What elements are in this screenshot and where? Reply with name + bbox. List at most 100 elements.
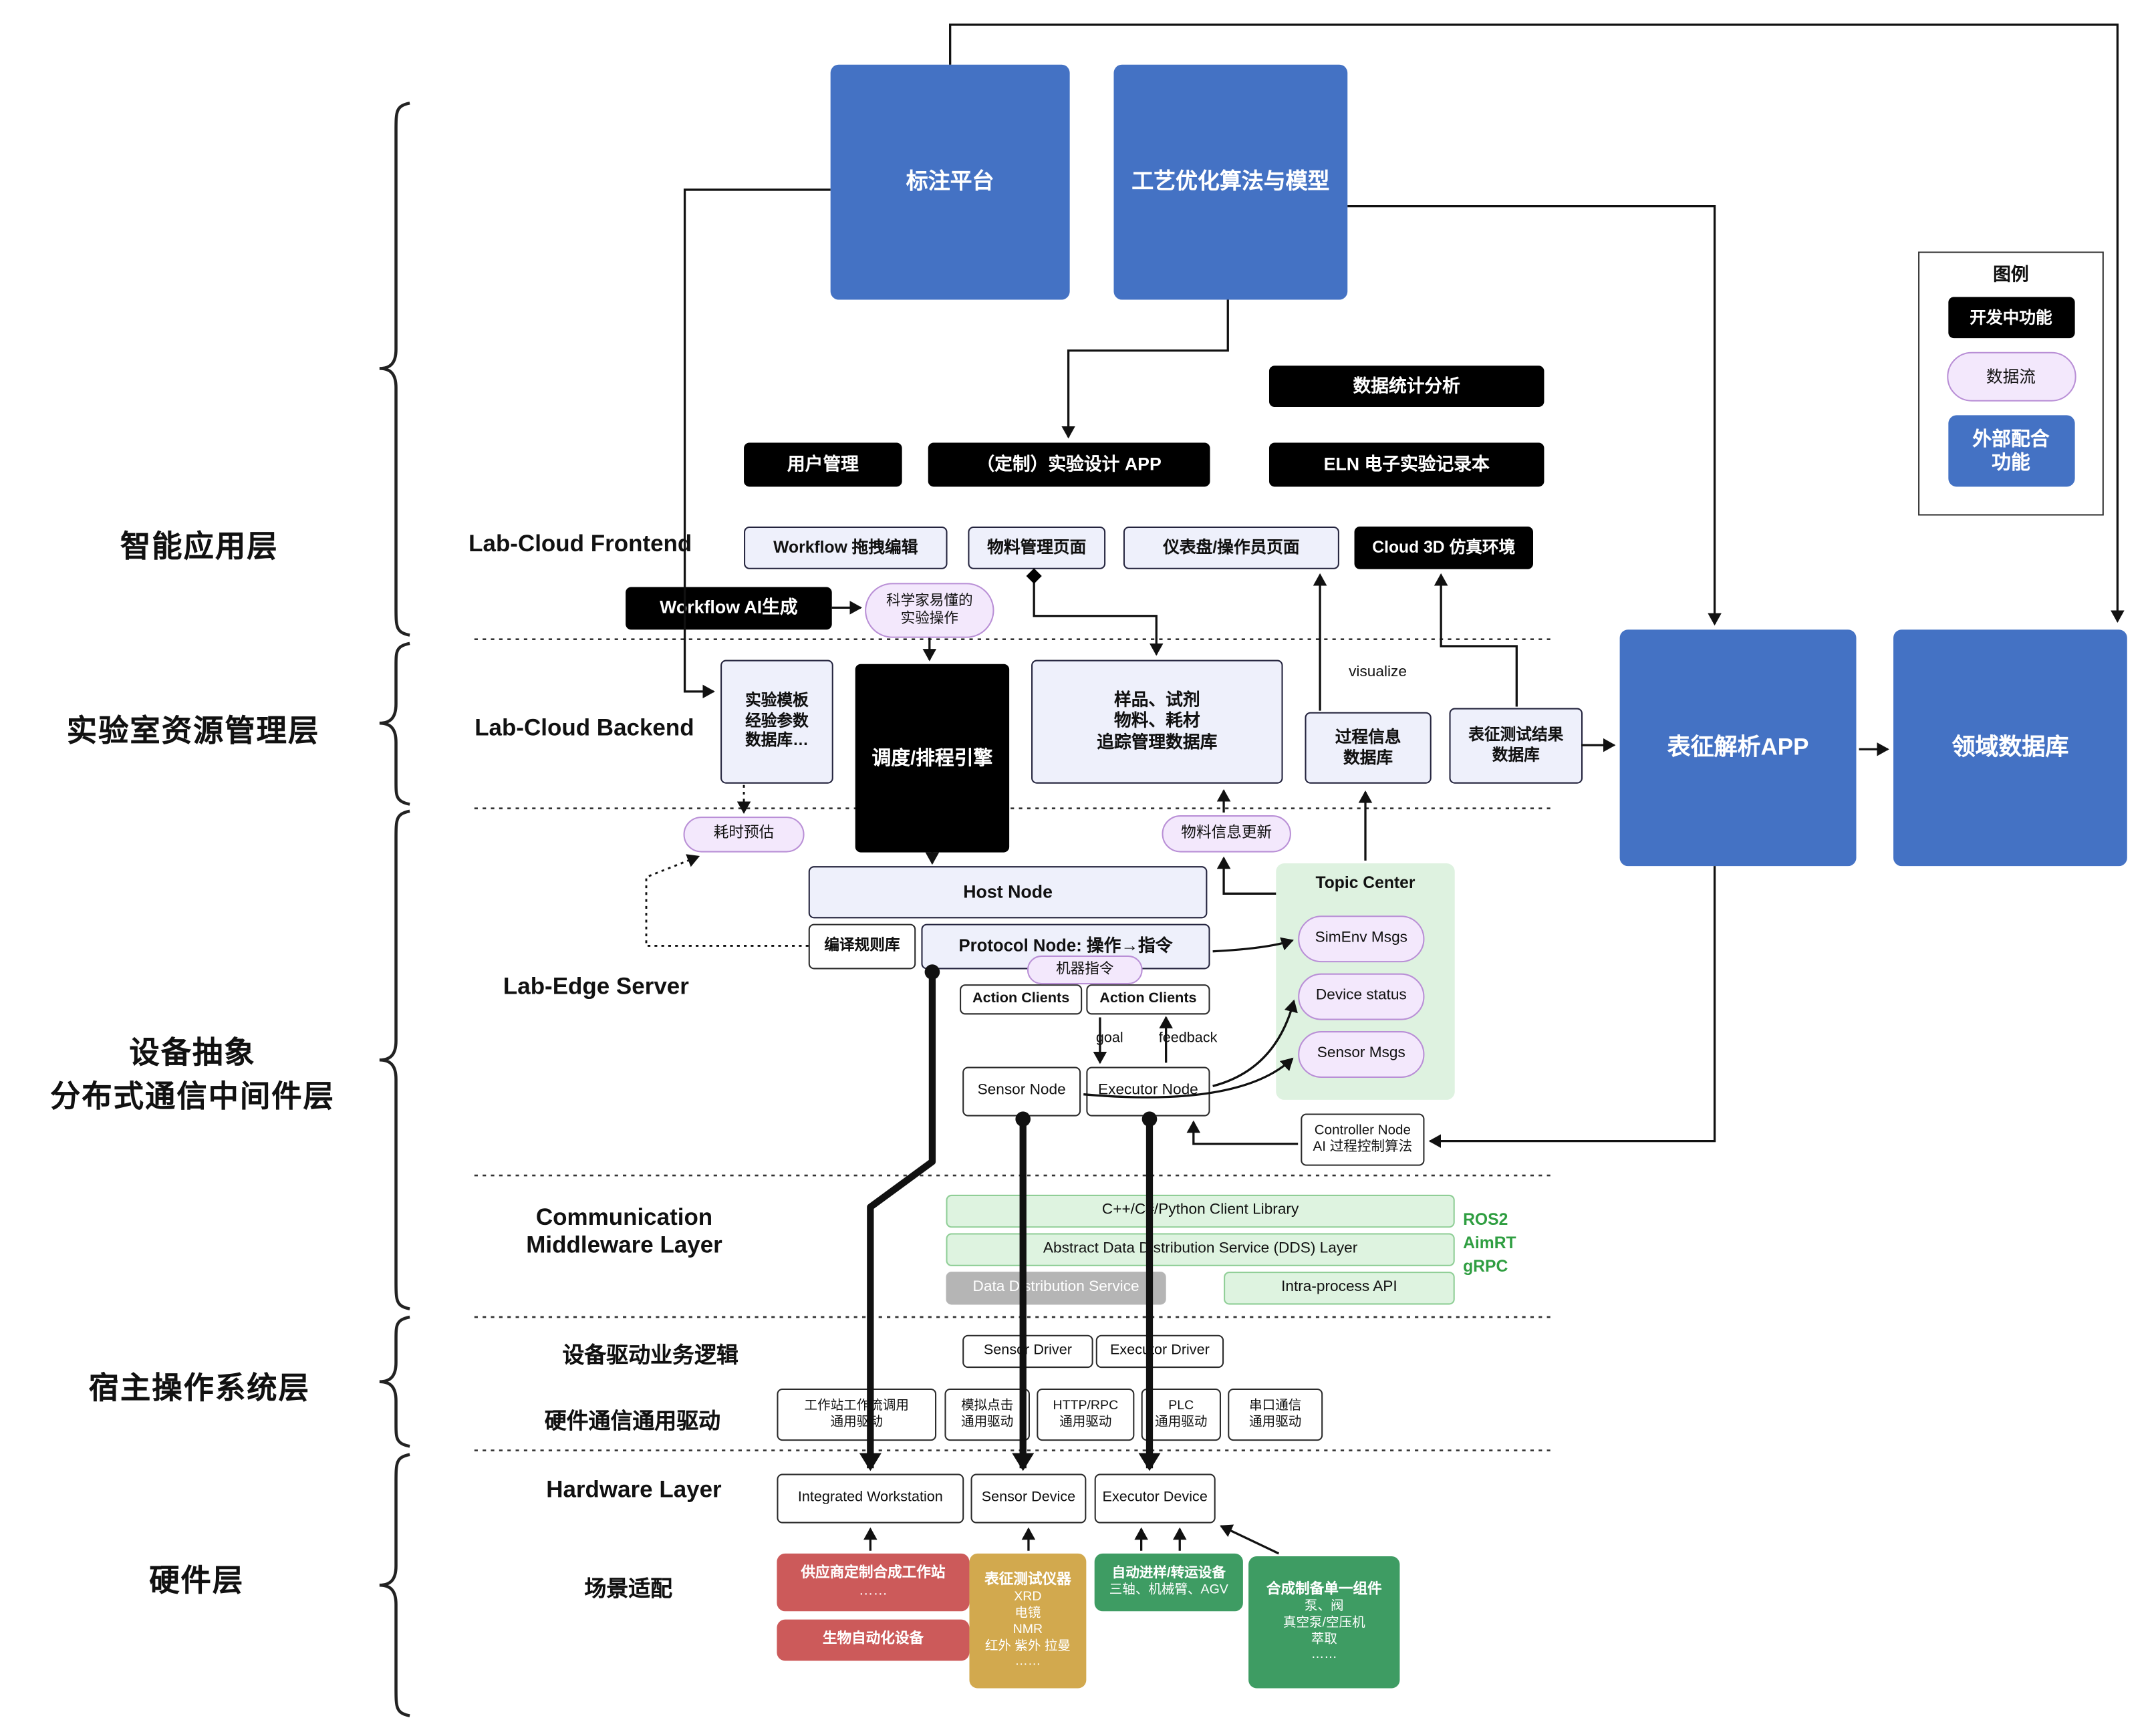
- transfer-device-box: 自动进样/转运设备 三轴、机械臂、AGV: [1094, 1553, 1243, 1612]
- scientist-pill-line2: 实验操作: [900, 610, 959, 627]
- legend-panel: 图例 开发中功能 数据流 外部配合 功能: [1918, 251, 2104, 516]
- transfer-title: 自动进样/转运设备: [1111, 1565, 1226, 1581]
- workflow-ai-box: Workflow AI生成: [626, 587, 832, 630]
- char-inst-xrd: XRD: [1014, 1589, 1042, 1604]
- template-db-line2: 经验参数: [745, 713, 809, 730]
- feedback-label: feedback: [1158, 1029, 1218, 1046]
- synthesis-component-box: 合成制备单一组件 泵、阀 真空泵/空压机 萃取 ……: [1248, 1556, 1400, 1689]
- controller-node-line2: AI 过程控制算法: [1313, 1139, 1413, 1155]
- workflow-drag-edit-box: Workflow 拖拽编辑: [744, 526, 948, 569]
- sample-db-line2: 物料、耗材: [1113, 711, 1200, 730]
- visualize-label: visualize: [1349, 664, 1407, 681]
- vendor-ws-title: 供应商定制合成工作站: [801, 1564, 946, 1581]
- material-page-box: 物料管理页面: [968, 526, 1106, 569]
- intra-process-api-bar: Intra-process API: [1224, 1272, 1455, 1305]
- integrated-workstation-box: Integrated Workstation: [777, 1473, 964, 1524]
- driver3-line1: PLC: [1168, 1398, 1194, 1414]
- lab-cloud-frontend-label: Lab-Cloud Frontend: [468, 531, 692, 557]
- legend-dataflow-swatch: 数据流: [1946, 352, 2076, 402]
- driver2-line2: 通用驱动: [1059, 1415, 1112, 1430]
- driver2-line1: HTTP/RPC: [1053, 1398, 1119, 1414]
- simenv-msgs-pill: SimEnv Msgs: [1298, 915, 1425, 963]
- middleware-label-line2: Middleware Layer: [526, 1232, 722, 1258]
- template-db-line1: 实验模板: [745, 693, 809, 710]
- scheduler-engine-box: 调度/排程引擎: [855, 664, 1010, 853]
- driver0-line2: 通用驱动: [830, 1415, 883, 1430]
- click-sim-driver-box: 模拟点击 通用驱动: [944, 1388, 1030, 1441]
- custom-experiment-app-box: （定制）实验设计 APP: [928, 442, 1210, 487]
- middleware-label-line1: Communication: [535, 1204, 713, 1231]
- compile-rules-box: 编译规则库: [808, 923, 916, 970]
- lab-edge-server-label: Lab-Edge Server: [503, 973, 689, 1000]
- executor-driver-box: Executor Driver: [1095, 1334, 1224, 1369]
- data-statistics-box: 数据统计分析: [1268, 366, 1544, 407]
- user-management-box: 用户管理: [744, 442, 902, 487]
- synth-title: 合成制备单一组件: [1266, 1580, 1382, 1598]
- characterization-instrument-box: 表征测试仪器 XRD 电镜 NMR 红外 紫外 拉曼 ……: [969, 1553, 1087, 1689]
- cloud-3d-sim-box: Cloud 3D 仿真环境: [1354, 526, 1534, 569]
- machine-command-pill: 机器指令: [1027, 955, 1143, 985]
- serial-driver-box: 串口通信 通用驱动: [1228, 1388, 1323, 1441]
- result-db-line2: 数据库: [1492, 747, 1540, 764]
- legend-external-line1: 外部配合: [1972, 427, 2050, 450]
- process-db-line2: 数据库: [1343, 748, 1393, 768]
- connector-diamond: [1026, 568, 1042, 584]
- scene-adaptation-label: 场景适配: [584, 1578, 673, 1602]
- sample-db-line1: 样品、试剂: [1113, 689, 1200, 709]
- executor-node-box: Executor Node: [1086, 1066, 1210, 1117]
- stack-ros2-label: ROS2: [1463, 1209, 1508, 1230]
- layer-label-lab-resource: 实验室资源管理层: [66, 713, 320, 748]
- experiment-template-db-box: 实验模板 经验参数 数据库…: [720, 660, 833, 784]
- action-clients-left-box: Action Clients: [960, 984, 1083, 1015]
- dashboard-page-box: 仪表盘/操作员页面: [1123, 526, 1339, 569]
- middleware-layer-label: Communication Middleware Layer: [503, 1204, 745, 1259]
- char-inst-nmr: NMR: [1013, 1621, 1043, 1637]
- synth-ellipsis: ……: [1311, 1647, 1337, 1663]
- driver0-line1: 工作站工作流调用: [804, 1398, 909, 1414]
- result-db-line1: 表征测试结果: [1468, 727, 1564, 744]
- process-db-line1: 过程信息: [1335, 727, 1401, 747]
- sample-db-line3: 追踪管理数据库: [1097, 732, 1218, 752]
- driver4-line2: 通用驱动: [1249, 1415, 1302, 1430]
- legend-title: 图例: [1993, 264, 2029, 285]
- device-driver-logic-label: 设备驱动业务逻辑: [562, 1344, 738, 1369]
- controller-node-box: Controller Node AI 过程控制算法: [1301, 1113, 1425, 1166]
- plc-driver-box: PLC 通用驱动: [1141, 1388, 1221, 1441]
- characterization-result-db-box: 表征测试结果 数据库: [1449, 708, 1583, 784]
- process-optimization-box: 工艺优化算法与模型: [1113, 64, 1348, 300]
- layer-label-device-line1: 设备抽象: [129, 1035, 256, 1070]
- char-inst-em: 电镜: [1015, 1605, 1041, 1621]
- process-info-db-box: 过程信息 数据库: [1305, 712, 1432, 784]
- stack-aimrt-label: AimRT: [1463, 1233, 1516, 1253]
- domain-db-box: 领域数据库: [1893, 629, 2127, 867]
- dds-abstract-layer-bar: Abstract Data Distribution Service (DDS)…: [946, 1233, 1455, 1266]
- synth-pumps: 泵、阀: [1304, 1598, 1344, 1614]
- time-estimate-pill: 耗时预估: [683, 817, 805, 853]
- layer-label-host-os: 宿主操作系统层: [88, 1371, 310, 1405]
- bio-automation-box: 生物自动化设备: [777, 1619, 970, 1661]
- synth-vacuum: 真空泵/空压机: [1283, 1614, 1365, 1630]
- sensor-driver-box: Sensor Driver: [962, 1334, 1093, 1369]
- char-inst-title: 表征测试仪器: [984, 1571, 1071, 1588]
- driver1-line1: 模拟点击: [961, 1398, 1014, 1414]
- sensor-device-box: Sensor Device: [970, 1473, 1087, 1524]
- vendor-ws-ellipsis: ……: [858, 1582, 888, 1599]
- layer-label-device-line2: 分布式通信中间件层: [50, 1079, 335, 1114]
- generic-driver-label: 硬件通信通用驱动: [544, 1410, 721, 1434]
- topic-center-title: Topic Center: [1315, 873, 1416, 893]
- dds-service-bar: Data Distribution Service: [946, 1272, 1166, 1305]
- char-inst-spectra: 红外 紫外 拉曼: [984, 1638, 1071, 1654]
- workstation-driver-box: 工作站工作流调用 通用驱动: [777, 1388, 937, 1441]
- legend-developing-swatch: 开发中功能: [1947, 297, 2074, 339]
- legend-external-line2: 功能: [1992, 451, 2030, 474]
- action-clients-right-box: Action Clients: [1086, 984, 1210, 1015]
- material-update-pill: 物料信息更新: [1162, 815, 1291, 853]
- scientist-pill-line1: 科学家易懂的: [886, 592, 973, 609]
- lab-cloud-backend-label: Lab-Cloud Backend: [475, 714, 694, 741]
- client-library-bar: C++/C#/Python Client Library: [946, 1194, 1455, 1228]
- legend-external-swatch: 外部配合 功能: [1947, 415, 2074, 487]
- layer-label-intelligent-app: 智能应用层: [120, 529, 279, 564]
- http-rpc-driver-box: HTTP/RPC 通用驱动: [1037, 1388, 1135, 1441]
- sensor-node-box: Sensor Node: [962, 1066, 1081, 1117]
